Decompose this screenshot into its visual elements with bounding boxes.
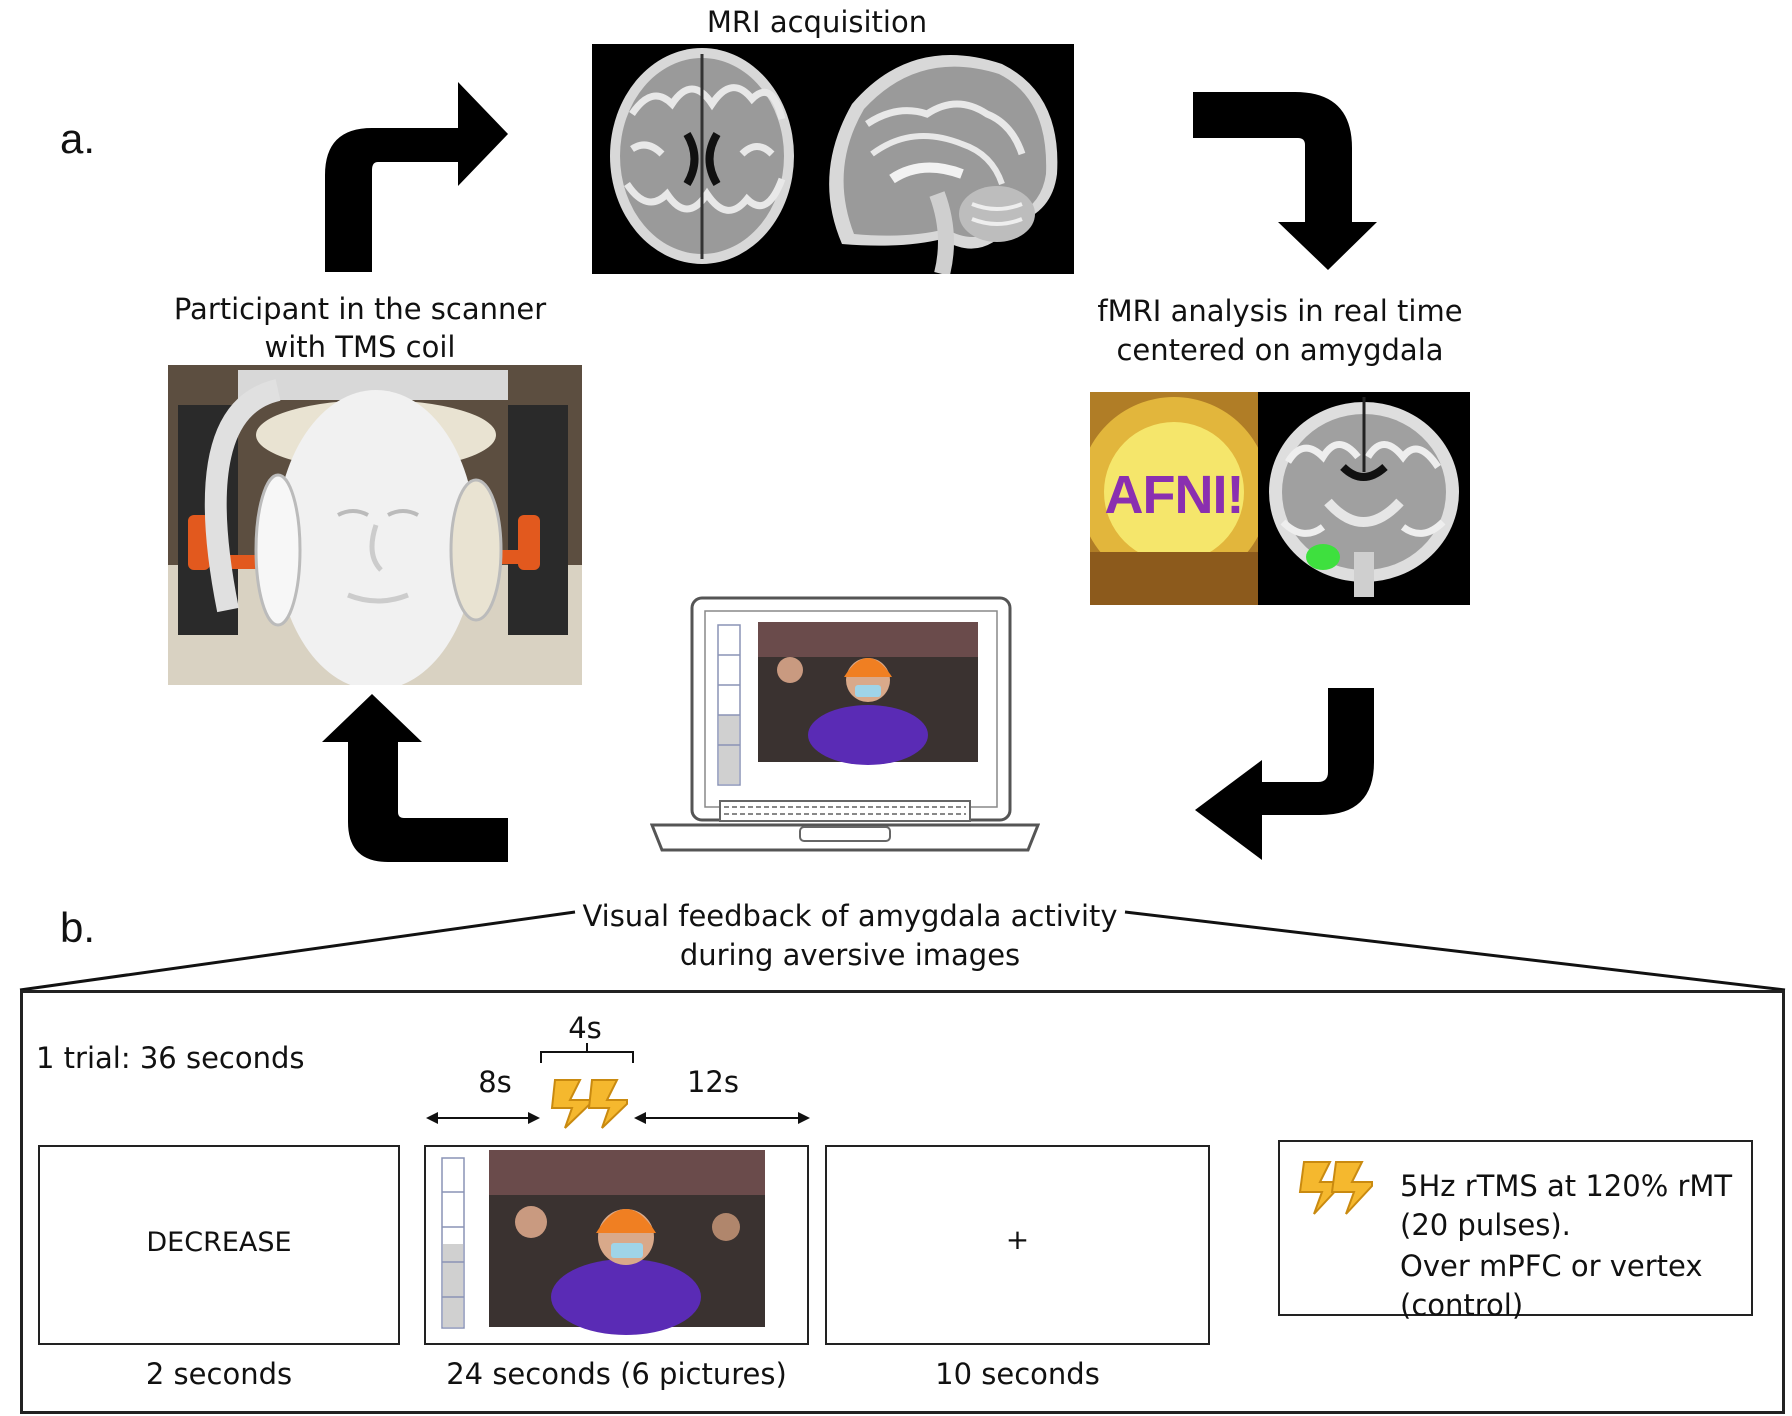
mri-title: MRI acquisition (706, 5, 928, 39)
tms-note-line-2: (20 pulses). (1400, 1208, 1571, 1242)
arrow-icon-to-laptop (1195, 688, 1374, 860)
instruction-text: DECREASE (146, 1227, 292, 1258)
tms-note-line-1: 5Hz rTMS at 120% rMT (1400, 1169, 1733, 1203)
laptop-feedback-display (650, 595, 1040, 870)
tms-legend-box: 5Hz rTMS at 120% rMT (20 pulses). Over m… (1278, 1140, 1753, 1322)
fmri-caption-line-2: centered on amygdala (1116, 333, 1444, 367)
panel-a-label: a. (60, 115, 96, 162)
lightning-bolt-icon (1330, 1161, 1373, 1215)
coronal-brain-amygdala (1258, 392, 1470, 605)
feedback-caption-line-2: during aversive images (679, 938, 1021, 972)
participant-caption-line-2: with TMS coil (264, 330, 456, 364)
tms-note-line-3: Over mPFC or vertex (1400, 1249, 1703, 1283)
tms-coil-photo (168, 365, 582, 685)
fixation-block: + (825, 1145, 1210, 1345)
arrow-icon-to-fmri (1193, 92, 1377, 270)
tms-note-line-4: (control) (1400, 1288, 1524, 1322)
instruction-block: DECREASE (38, 1145, 400, 1345)
fixation-cross: + (1005, 1223, 1030, 1256)
panel-b-label: b. (60, 904, 96, 951)
timing-before: 8s (478, 1065, 512, 1099)
timing-tms: 4s (568, 1011, 602, 1045)
trial-label: 1 trial: 36 seconds (36, 1041, 305, 1075)
afni-logo: AFNI! (1090, 392, 1258, 605)
picture-duration: 24 seconds (6 pictures) (446, 1357, 787, 1391)
instruction-duration: 2 seconds (145, 1357, 293, 1391)
feedback-caption-line-1: Visual feedback of amygdala activity (580, 896, 1120, 936)
timing-after: 12s (686, 1065, 739, 1099)
picture-block (424, 1145, 809, 1345)
arrow-icon-to-participant (322, 694, 508, 862)
participant-caption-line-1: Participant in the scanner (173, 292, 547, 326)
mri-brain-image (592, 44, 1074, 274)
fmri-caption-line-1: fMRI analysis in real time (1097, 294, 1463, 328)
arrow-icon-to-mri (325, 82, 508, 272)
afni-logo-text: AFNI! (1104, 465, 1245, 525)
fixation-duration: 10 seconds (935, 1357, 1100, 1391)
